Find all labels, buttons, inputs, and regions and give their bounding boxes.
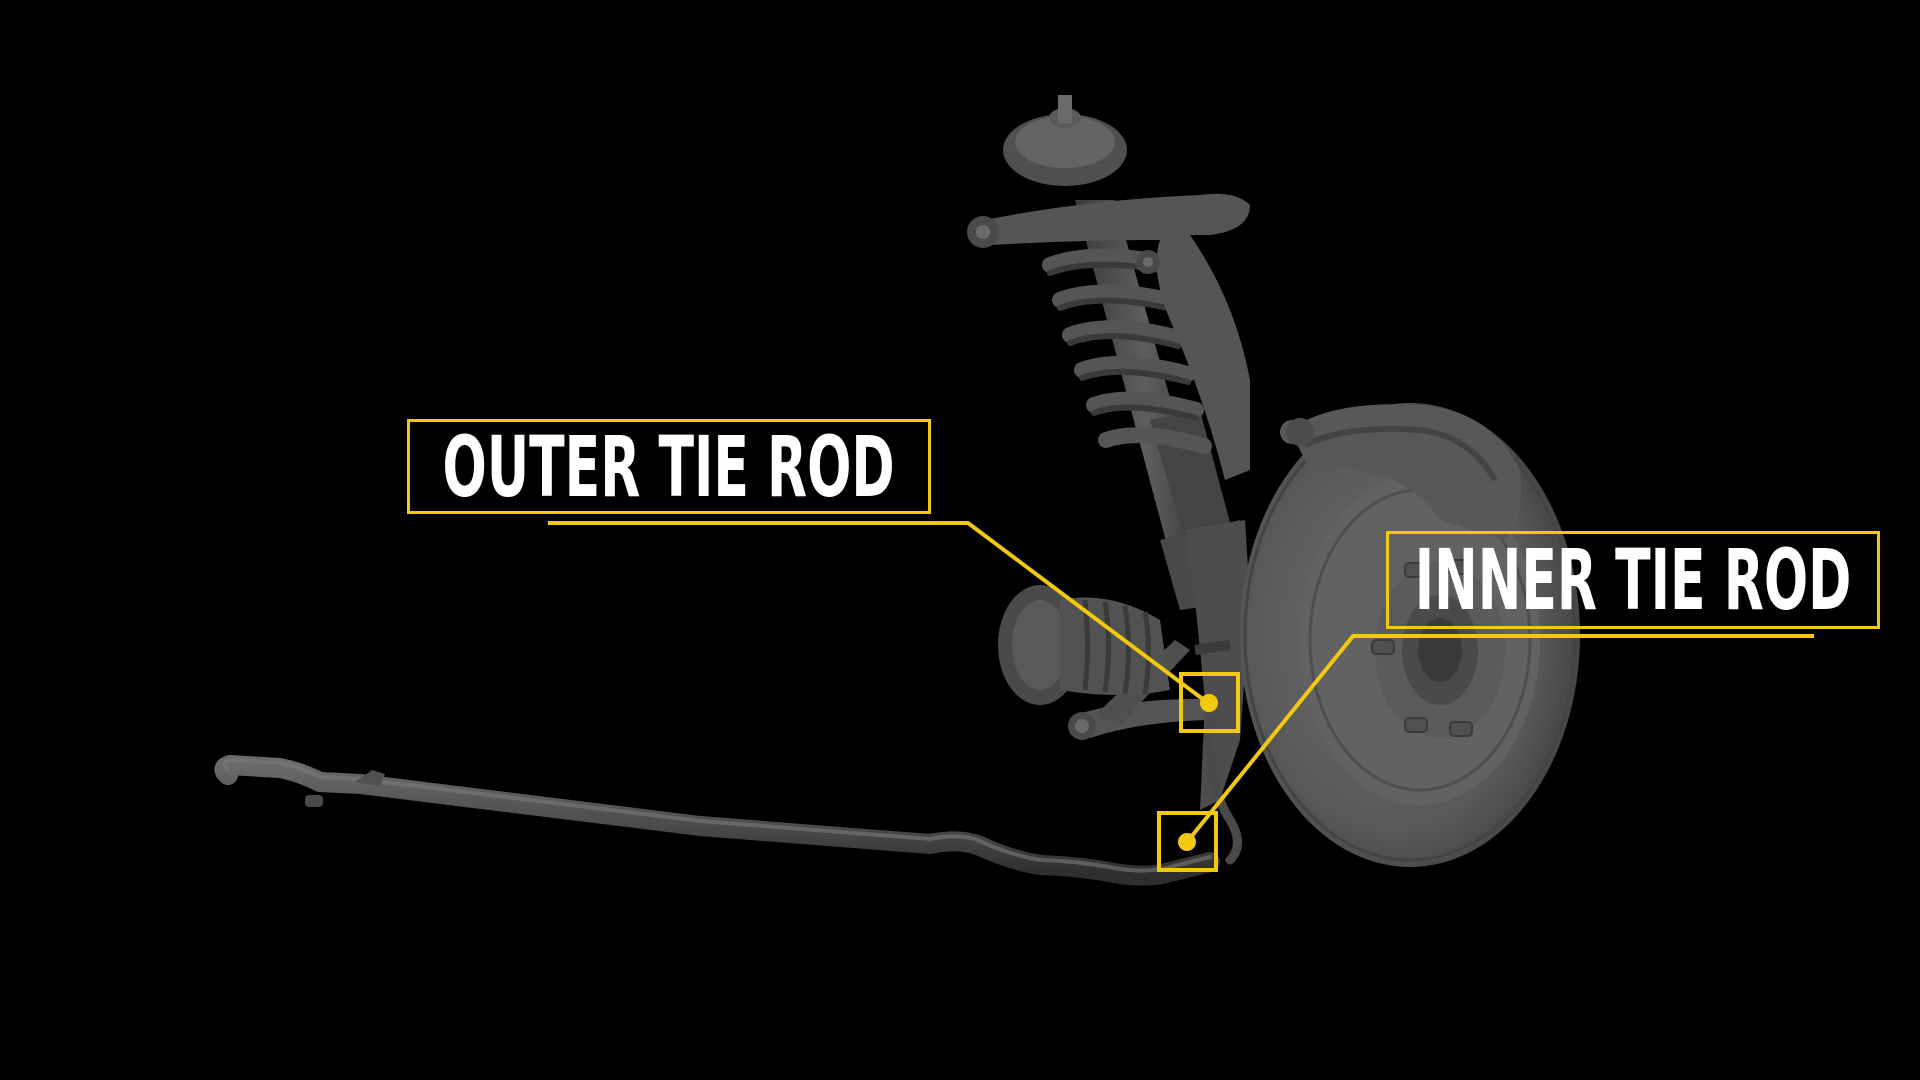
upper-control-arm [967, 193, 1250, 480]
outer-tie-rod-marker [1179, 672, 1240, 733]
inner-tie-rod-leader [1185, 634, 1814, 844]
inner-tie-rod-label: INNER TIE ROD [1386, 531, 1880, 629]
outer-tie-rod-label: OUTER TIE ROD [407, 419, 931, 514]
tie-rod [1204, 715, 1242, 865]
inner-tie-rod-marker [1157, 811, 1218, 872]
inner-tie-rod-text: INNER TIE ROD [1414, 531, 1852, 629]
stabilizer-bar [214, 755, 1220, 886]
brake-caliper [1286, 404, 1521, 540]
outer-tie-rod-leader [548, 521, 1210, 705]
outer-tie-rod-text: OUTER TIE ROD [442, 417, 896, 516]
cv-axle [998, 585, 1170, 705]
